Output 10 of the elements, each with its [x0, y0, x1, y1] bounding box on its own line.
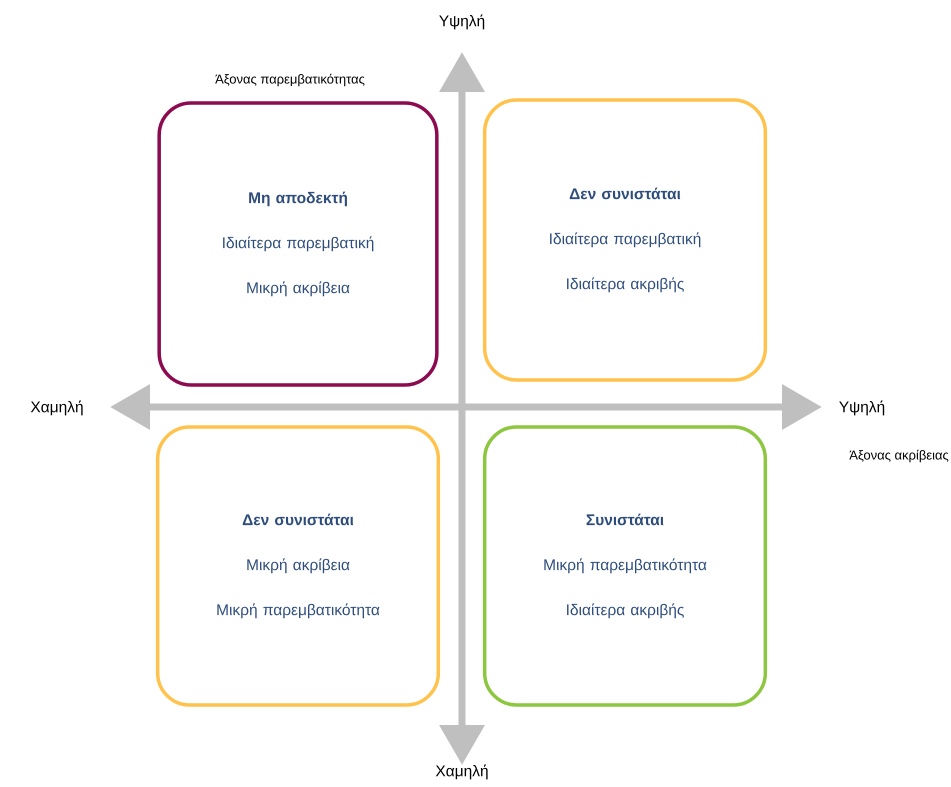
axis-label: Άξονας παρεμβατικότητας	[215, 74, 364, 86]
axis-label: Χαμηλή	[436, 764, 488, 780]
axis-label: Υψηλή	[439, 14, 484, 30]
axis-label: Υψηλή	[839, 400, 884, 416]
axis-label: Άξονας ακρίβειας	[849, 450, 948, 462]
axis-label: Χαμηλή	[30, 400, 83, 416]
quadrant-box: Μη αποδεκτή Ιδιαίτερα παρεμβατική Μικρή ακρίβεια	[157, 101, 439, 387]
quadrant-box: Συνιστάται Μικρή παρεμβατικότητα Ιδιαίτερα ακριβής	[482, 425, 768, 707]
quadrant-box: Δεν συνιστάται Μικρή ακρίβεια Μικρή παρεμβατικότητα	[156, 425, 440, 707]
quadrant-box: Δεν συνιστάται Ιδιαίτερα παρεμβατική Ιδιαίτερα ακριβής	[482, 98, 768, 382]
